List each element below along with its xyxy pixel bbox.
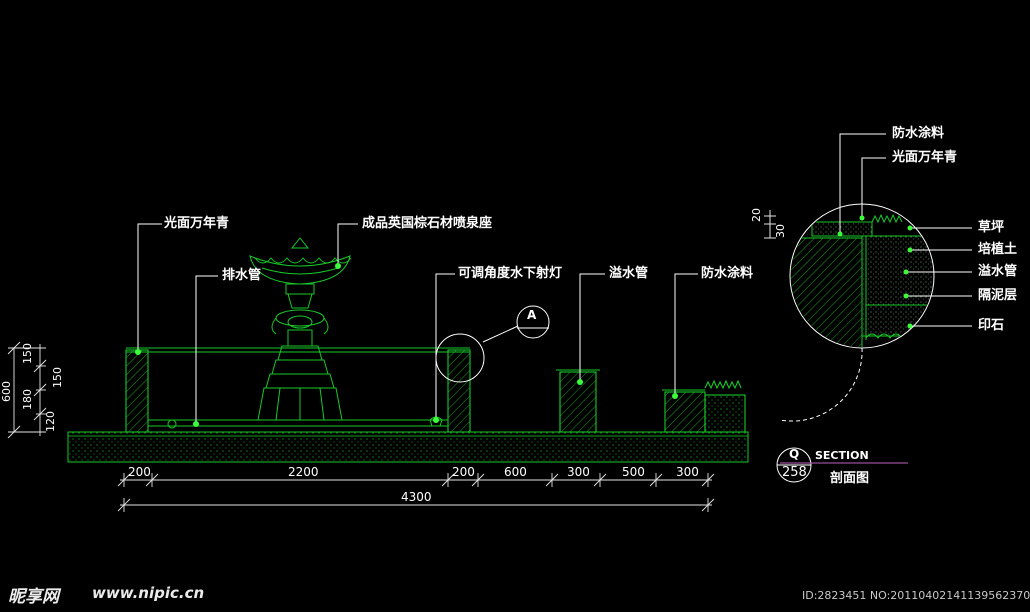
section-title-cn: 剖面图 [830, 471, 870, 486]
detail-dim-30: 30 [774, 224, 787, 238]
dim-tick-3 [471, 473, 485, 487]
label-waterproof: 防水涂料 [701, 266, 754, 281]
dim-tick-7 [701, 473, 715, 487]
watermark-site-name: 昵享网 [8, 587, 59, 607]
section-ref-number: 258 [782, 465, 807, 480]
dim-vertical-120: 120 [44, 411, 57, 432]
dim-2200: 2200 [288, 465, 319, 479]
dim-500: 500 [622, 465, 645, 479]
vertical-dimensions [7, 341, 47, 439]
leader-dots [135, 263, 678, 427]
section-ref-letter: Q [789, 447, 800, 461]
dim-vertical-180: 180 [21, 389, 34, 410]
dim-tick-6 [649, 473, 663, 487]
detail-dim-20: 20 [750, 208, 763, 222]
footer-id: ID:2823451 NO:20110402141139562370 [802, 589, 1030, 602]
detail-label-evergreen: 光面万年青 [892, 150, 958, 165]
section-title-en: SECTION [815, 449, 869, 462]
callout-a [516, 305, 550, 339]
section-title-block [776, 447, 908, 483]
detail-label-waterproof: 防水涂料 [892, 126, 945, 141]
horizontal-dimensions [117, 473, 715, 512]
dim-600: 600 [504, 465, 527, 479]
label-underwater-light: 可调角度水下射灯 [458, 266, 563, 281]
callout-letter: A [527, 308, 537, 322]
dim-tick-4 [545, 473, 559, 487]
detail-label-stamped-stone: 印石 [978, 318, 1005, 333]
detail-dots [837, 215, 913, 329]
dim-200-b: 200 [452, 465, 475, 479]
dim-vertical-150-b: 150 [51, 367, 64, 388]
detail-view [764, 133, 972, 422]
label-drain-pipe: 排水管 [222, 268, 262, 283]
label-evergreen-left: 光面万年青 [164, 216, 230, 231]
dim-300-a: 300 [567, 465, 590, 479]
label-overflow-pipe: 溢水管 [609, 266, 649, 281]
dim-300-b: 300 [676, 465, 699, 479]
detail-label-overflow: 溢水管 [978, 264, 1018, 279]
dim-total-4300: 4300 [401, 490, 432, 504]
dim-200-a: 200 [128, 465, 151, 479]
dim-vertical-600: 600 [0, 381, 13, 402]
leader-lines [137, 223, 698, 424]
label-fountain-base: 成品英国棕石材喷泉座 [362, 216, 493, 231]
detail-label-lawn: 草坪 [978, 220, 1005, 235]
dim-tick-0 [117, 473, 131, 487]
watermark-url: www.nipic.cn [92, 584, 205, 602]
pool-structure [125, 347, 746, 433]
detail-label-soil: 培植土 [978, 242, 1018, 257]
ground-slab [67, 431, 749, 463]
fountain-base [249, 237, 352, 421]
dim-vertical-150-a: 150 [21, 343, 34, 364]
dim-tick-1 [145, 473, 159, 487]
detail-label-filter: 隔泥层 [978, 288, 1018, 303]
dim-tick-2 [441, 473, 455, 487]
dim-tick-5 [593, 473, 607, 487]
